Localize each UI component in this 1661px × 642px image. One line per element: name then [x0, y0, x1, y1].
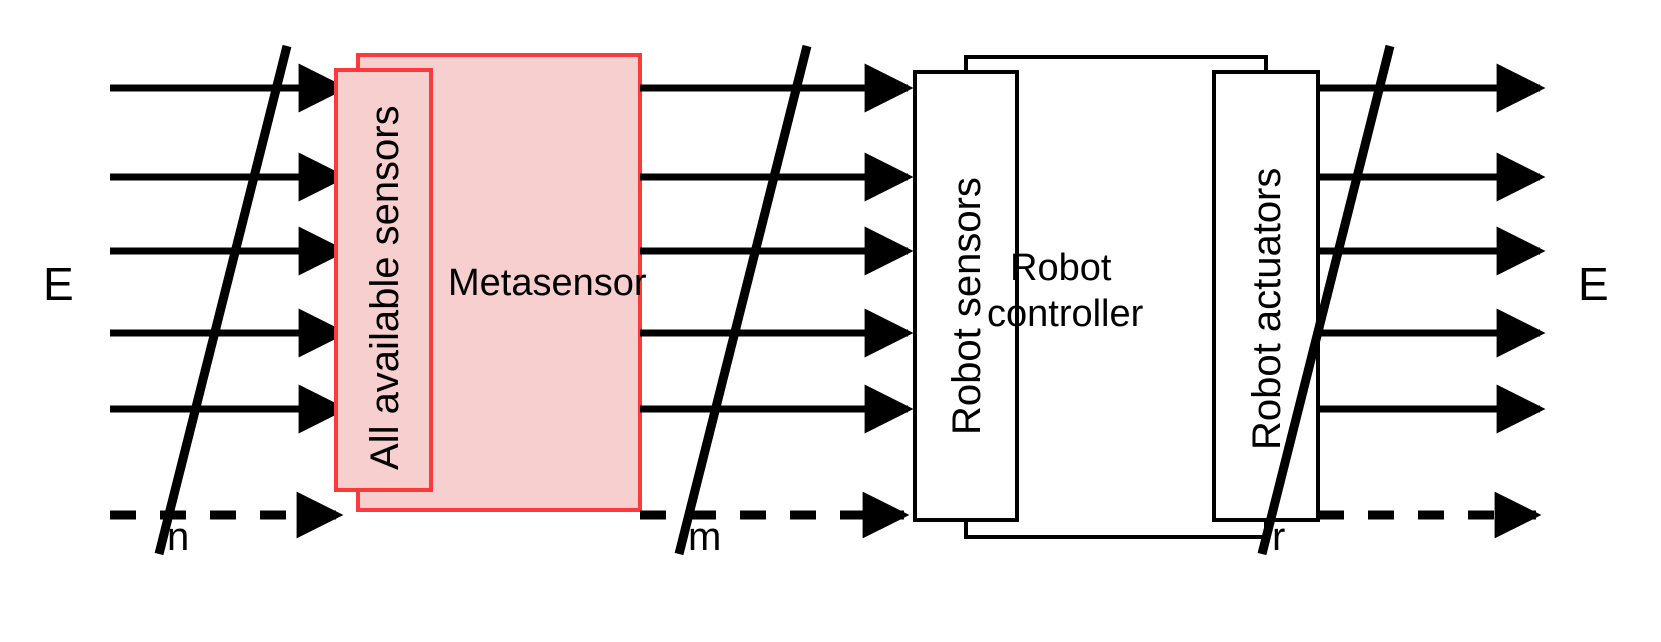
robot-controller-label-line2: controller: [987, 293, 1144, 335]
channel-count-n-label: n: [167, 515, 189, 559]
environment-label-right: E: [1578, 258, 1609, 310]
robot-sensors-block[interactable]: [913, 70, 1019, 522]
robot-actuators-label: Robot actuators: [1245, 168, 1289, 450]
all-available-sensors-label: All available sensors: [363, 105, 407, 470]
metasensor-label: Metasensor: [448, 262, 647, 304]
robot-sensors-label: Robot sensors: [945, 177, 989, 435]
actuator-bundle-slash: [1257, 44, 1395, 556]
environment-label-left: E: [43, 258, 74, 310]
input-channel-group: [110, 44, 348, 556]
channel-count-m-label: m: [688, 515, 721, 559]
input-bundle-slash: [154, 44, 292, 556]
metasensor-output-channel-group: [640, 44, 914, 556]
actuator-output-channel-group: [1257, 44, 1546, 556]
robot-controller-label-line1: Robot: [1010, 247, 1112, 289]
channel-count-r-label: r: [1272, 515, 1285, 559]
all-available-sensors-block[interactable]: [334, 68, 433, 492]
metasensor-bundle-slash: [674, 44, 812, 556]
robot-actuators-block[interactable]: [1212, 70, 1320, 522]
